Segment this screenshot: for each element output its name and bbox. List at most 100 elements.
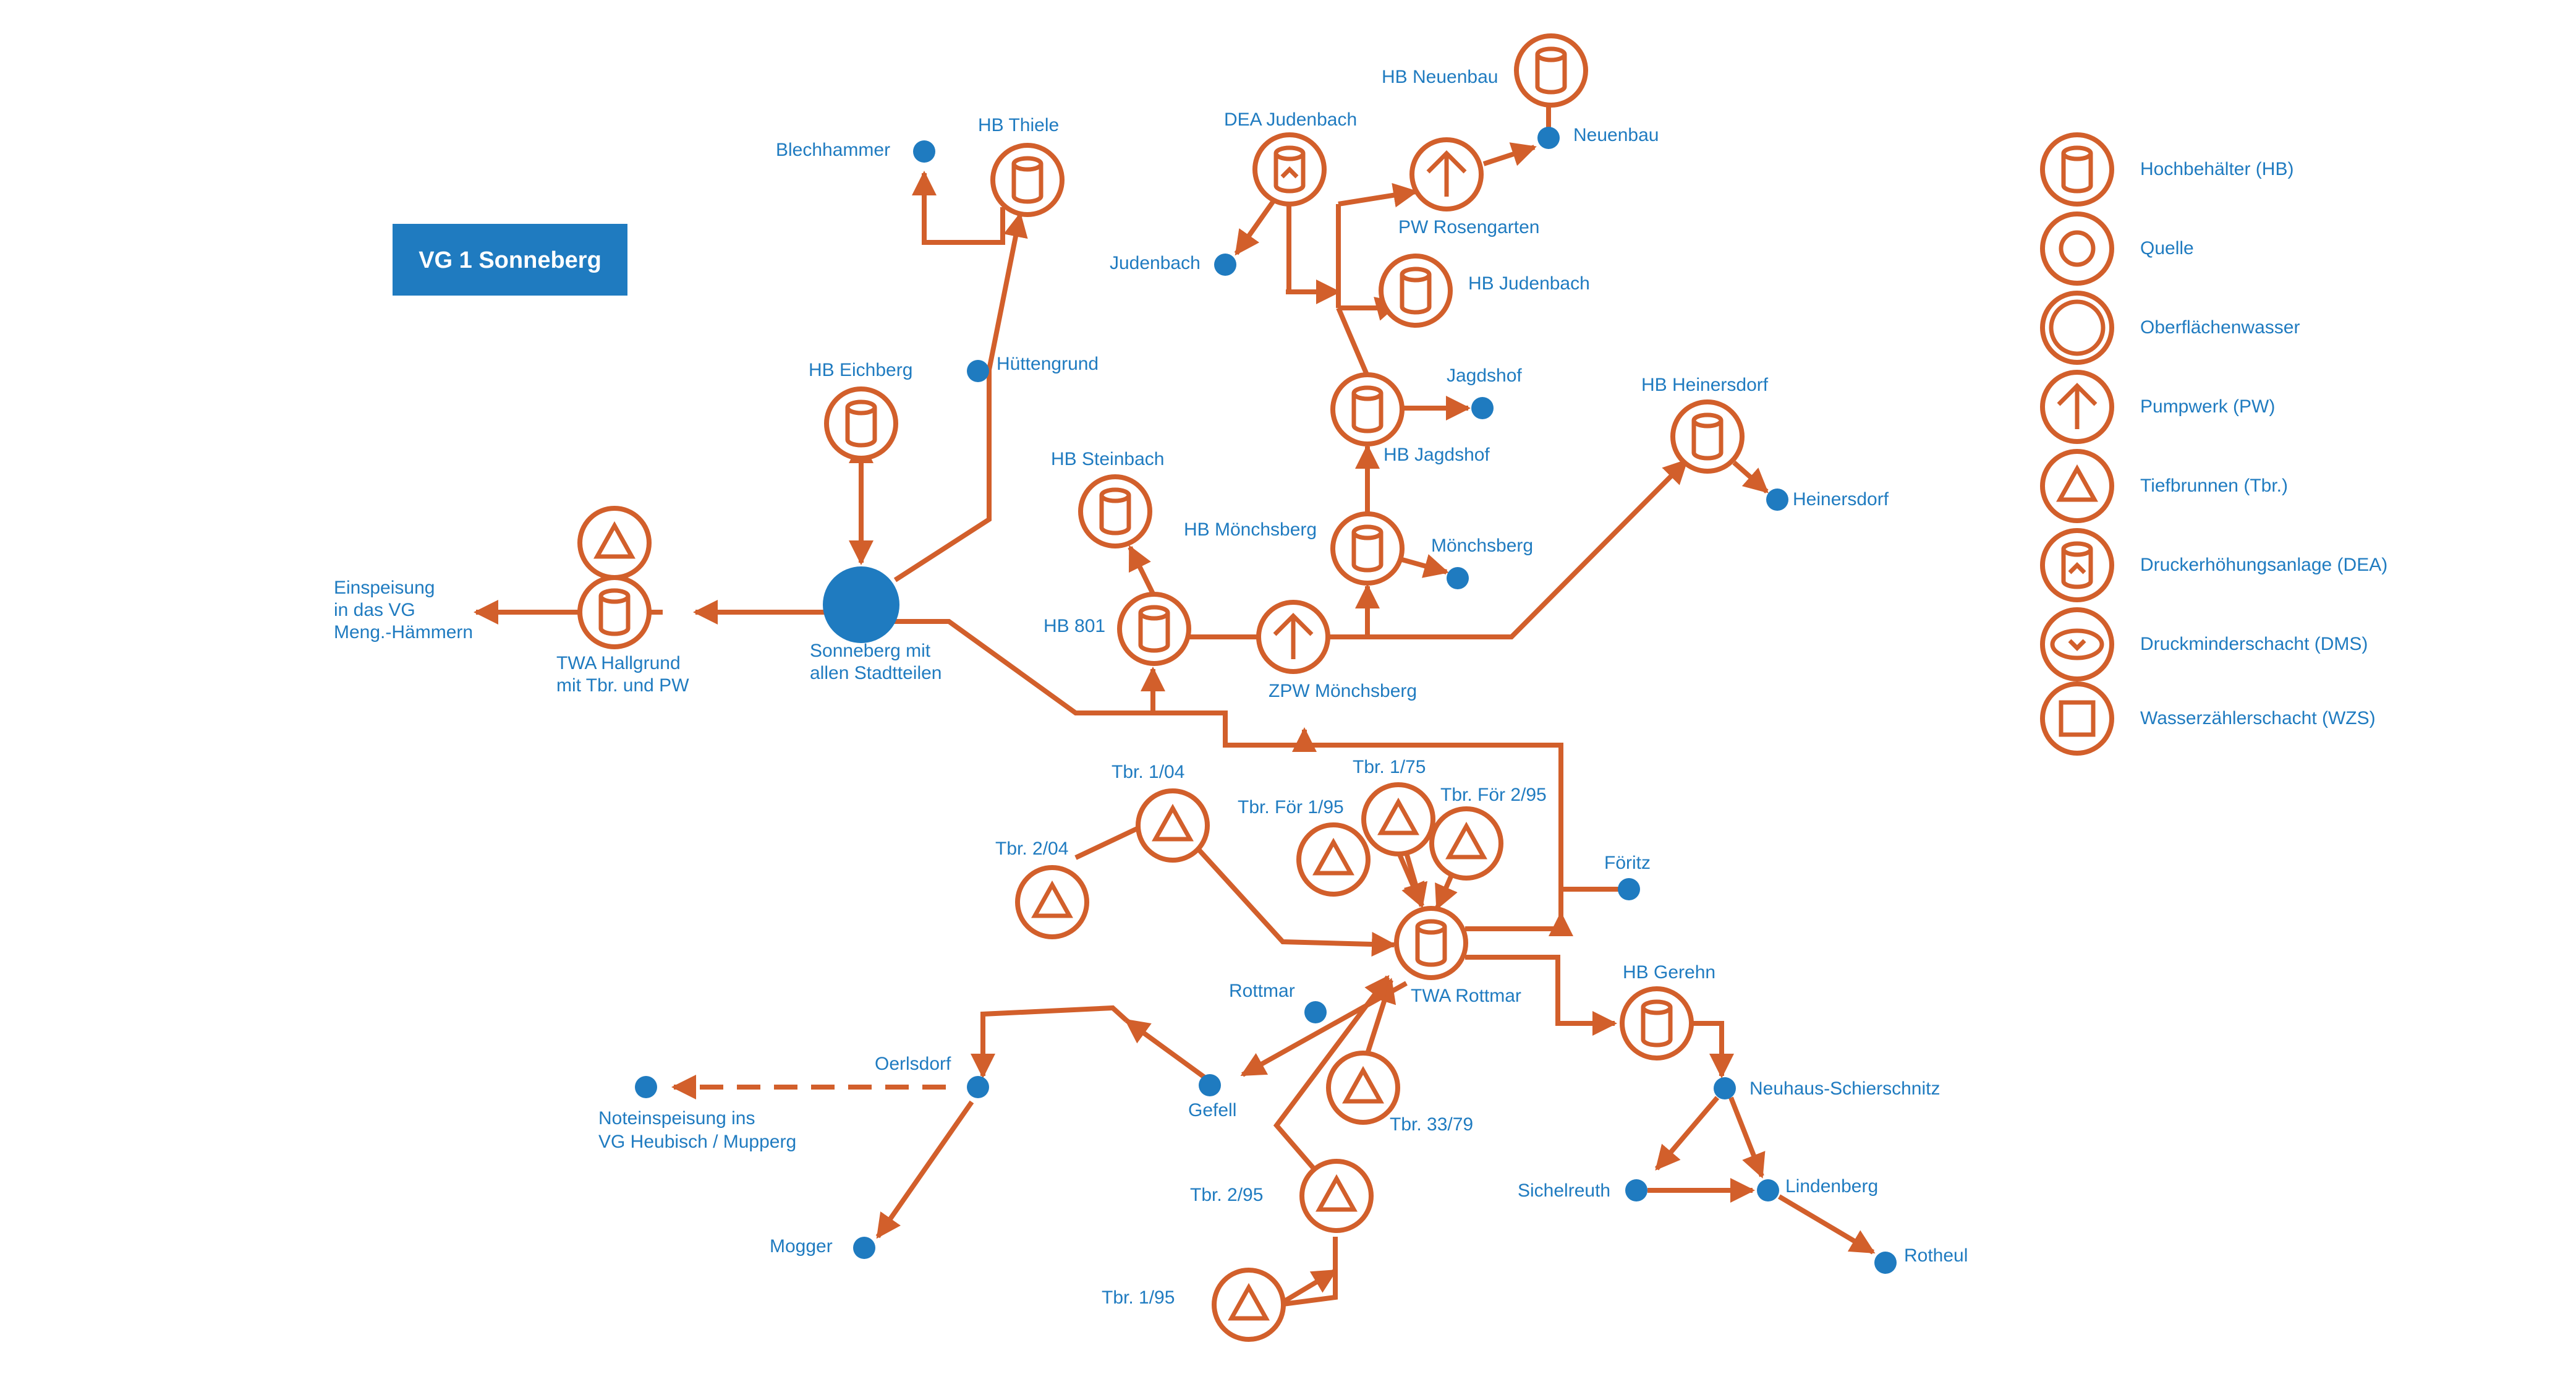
pipe-jagdshof-up xyxy=(1336,307,1370,377)
pipe-gefell-oerlsdorf-b xyxy=(971,1005,1128,1078)
page-title: VG 1 Sonneberg xyxy=(419,247,601,273)
tbr-1-04-icon xyxy=(1138,791,1207,860)
pipe-neuhaus-lindenberg xyxy=(1728,1096,1766,1179)
legend-label-wzs: Wasserzählerschacht (WZS) xyxy=(2140,708,2376,728)
pipe-dea-judenbach xyxy=(1234,199,1276,256)
lindenberg-node xyxy=(1757,1179,1779,1201)
label-rottmar: Rottmar xyxy=(1229,981,1295,1001)
tbr-foer-1-95-icon xyxy=(1299,825,1368,894)
label-tbr-foer-2-95: Tbr. För 2/95 xyxy=(1440,785,1547,805)
tbr-1-75-icon xyxy=(1364,785,1433,854)
pipe-thiele-blechhammer xyxy=(912,171,1005,245)
hb-neuenbau-icon xyxy=(1516,36,1586,105)
label-blechhammer: Blechhammer xyxy=(776,140,890,160)
heinersdorf-node xyxy=(1766,489,1788,511)
huettengrund-node xyxy=(967,360,989,382)
gefell-node xyxy=(1199,1074,1221,1096)
legend-label-tiefbrunnen: Tiefbrunnen (Tbr.) xyxy=(2140,476,2288,496)
pipe-rottmar-trunk xyxy=(1465,911,1573,936)
label-huettengrund: Hüttengrund xyxy=(997,354,1099,374)
pipe-neuhaus-sichelreuth xyxy=(1654,1096,1720,1171)
tbr-2-04-icon xyxy=(1018,868,1087,937)
node-labels: Einspeisung in das VG Meng.-Hämmern TWA … xyxy=(334,67,1968,1308)
pipe-hbheinersdorf-heinersdorf xyxy=(1732,461,1769,493)
pipe-rottmar-gerehn xyxy=(1465,955,1617,1036)
label-foeritz: Föritz xyxy=(1604,853,1651,873)
hb-heinersdorf-icon xyxy=(1673,402,1742,471)
hb-jagdshof-icon xyxy=(1333,375,1402,444)
rottmar-node xyxy=(1304,1001,1327,1023)
pipe-to-pwrosengarten xyxy=(1338,182,1418,208)
legend: Hochbehälter (HB) Quelle Oberflächenwass… xyxy=(2043,135,2387,753)
oerlsdorf-node xyxy=(967,1076,989,1098)
label-hb-steinbach: HB Steinbach xyxy=(1051,449,1164,469)
label-tbr-1-95: Tbr. 1/95 xyxy=(1102,1287,1175,1308)
label-gefell: Gefell xyxy=(1188,1100,1236,1120)
label-twa-hallgrund: TWA Hallgrund mit Tbr. und PW xyxy=(556,653,689,696)
druckerhoehungsanlage-icon xyxy=(2043,531,2112,600)
label-judenbach: Judenbach xyxy=(1110,253,1201,273)
hb-gerehn-icon xyxy=(1622,989,1691,1058)
pumpwerk-icon xyxy=(2043,372,2112,442)
tbr-hallgrund-icon xyxy=(580,508,649,578)
label-pw-rosengarten: PW Rosengarten xyxy=(1398,217,1539,237)
label-hb-jagdshof: HB Jagdshof xyxy=(1384,445,1490,465)
label-jagdshof: Jagdshof xyxy=(1447,365,1522,386)
sonneberg-node xyxy=(823,566,899,643)
title-box: VG 1 Sonneberg xyxy=(393,224,627,296)
hb-judenbach-icon xyxy=(1381,256,1450,325)
mogger-node xyxy=(853,1237,875,1259)
pipe-hbmoenchsberg-moenchsberg xyxy=(1401,554,1449,578)
label-zpw-moenchsberg: ZPW Mönchsberg xyxy=(1269,681,1417,701)
label-sonneberg: Sonneberg mit allen Stadtteilen xyxy=(810,641,942,683)
label-tbr-1-75: Tbr. 1/75 xyxy=(1353,757,1426,777)
tiefbrunnen-icon xyxy=(2043,451,2112,521)
rotheul-node xyxy=(1874,1252,1897,1274)
label-neuhaus: Neuhaus-Schierschnitz xyxy=(1749,1078,1940,1099)
label-tbr-foer-1-95: Tbr. För 1/95 xyxy=(1238,797,1344,817)
foeritz-node xyxy=(1618,878,1640,900)
label-tbr-2-04: Tbr. 2/04 xyxy=(995,838,1068,859)
twa-rottmar-icon xyxy=(1396,908,1466,978)
pipe-sonneberg-huettengrund xyxy=(893,370,992,582)
label-tbr-2-95: Tbr. 2/95 xyxy=(1190,1185,1263,1205)
legend-label-dms: Druckminderschacht (DMS) xyxy=(2140,634,2368,654)
label-rotheul: Rotheul xyxy=(1904,1245,1968,1266)
neuhaus-node xyxy=(1714,1077,1736,1099)
oberflaechenwasser-icon xyxy=(2043,293,2112,362)
blechhammer-node xyxy=(913,140,935,163)
pipe-tbr204-tbr104 xyxy=(1074,823,1145,860)
label-dea-judenbach: DEA Judenbach xyxy=(1224,109,1357,130)
label-tbr-33-79: Tbr. 33/79 xyxy=(1390,1114,1473,1135)
label-twa-rottmar: TWA Rottmar xyxy=(1411,986,1521,1006)
label-hb-gerehn: HB Gerehn xyxy=(1623,962,1715,983)
wasserzaehlerschacht-icon xyxy=(2043,684,2112,753)
label-hb-judenbach: HB Judenbach xyxy=(1468,273,1590,294)
quelle-icon xyxy=(2043,214,2112,283)
label-hb-thiele: HB Thiele xyxy=(978,115,1059,135)
pipe-pw-neuenbau xyxy=(1482,142,1537,166)
hb-801-icon xyxy=(1120,594,1189,664)
label-noteinspeisung: Noteinspeisung ins VG Heubisch / Mupperg xyxy=(598,1108,796,1152)
hochbehaelter-icon xyxy=(2043,135,2112,204)
label-hb-801: HB 801 xyxy=(1044,616,1105,636)
zpw-moenchsberg-icon xyxy=(1259,602,1328,672)
label-oerlsdorf: Oerlsdorf xyxy=(875,1054,951,1074)
dea-judenbach-icon xyxy=(1255,135,1324,204)
label-einspeisung: Einspeisung in das VG Meng.-Hämmern xyxy=(334,578,473,642)
pipe-tbr195-tbr295 xyxy=(1278,1237,1338,1307)
pipe-trunk-southeast xyxy=(890,619,1563,936)
twa-hallgrund-icon xyxy=(580,578,649,647)
pipe-hb801-steinbach xyxy=(1128,545,1155,595)
label-hb-moenchsberg: HB Mönchsberg xyxy=(1184,519,1317,540)
druckminderschacht-icon xyxy=(2043,610,2112,679)
label-sichelreuth: Sichelreuth xyxy=(1518,1180,1610,1201)
pw-rosengarten-icon xyxy=(1412,140,1481,209)
legend-label-pumpwerk: Pumpwerk (PW) xyxy=(2140,396,2275,417)
sichelreuth-node xyxy=(1625,1179,1647,1201)
pipe-oerlsdorf-mogger xyxy=(875,1100,974,1239)
label-hb-eichberg: HB Eichberg xyxy=(809,360,912,380)
label-lindenberg: Lindenberg xyxy=(1785,1176,1878,1197)
legend-label-hb: Hochbehälter (HB) xyxy=(2140,159,2293,179)
